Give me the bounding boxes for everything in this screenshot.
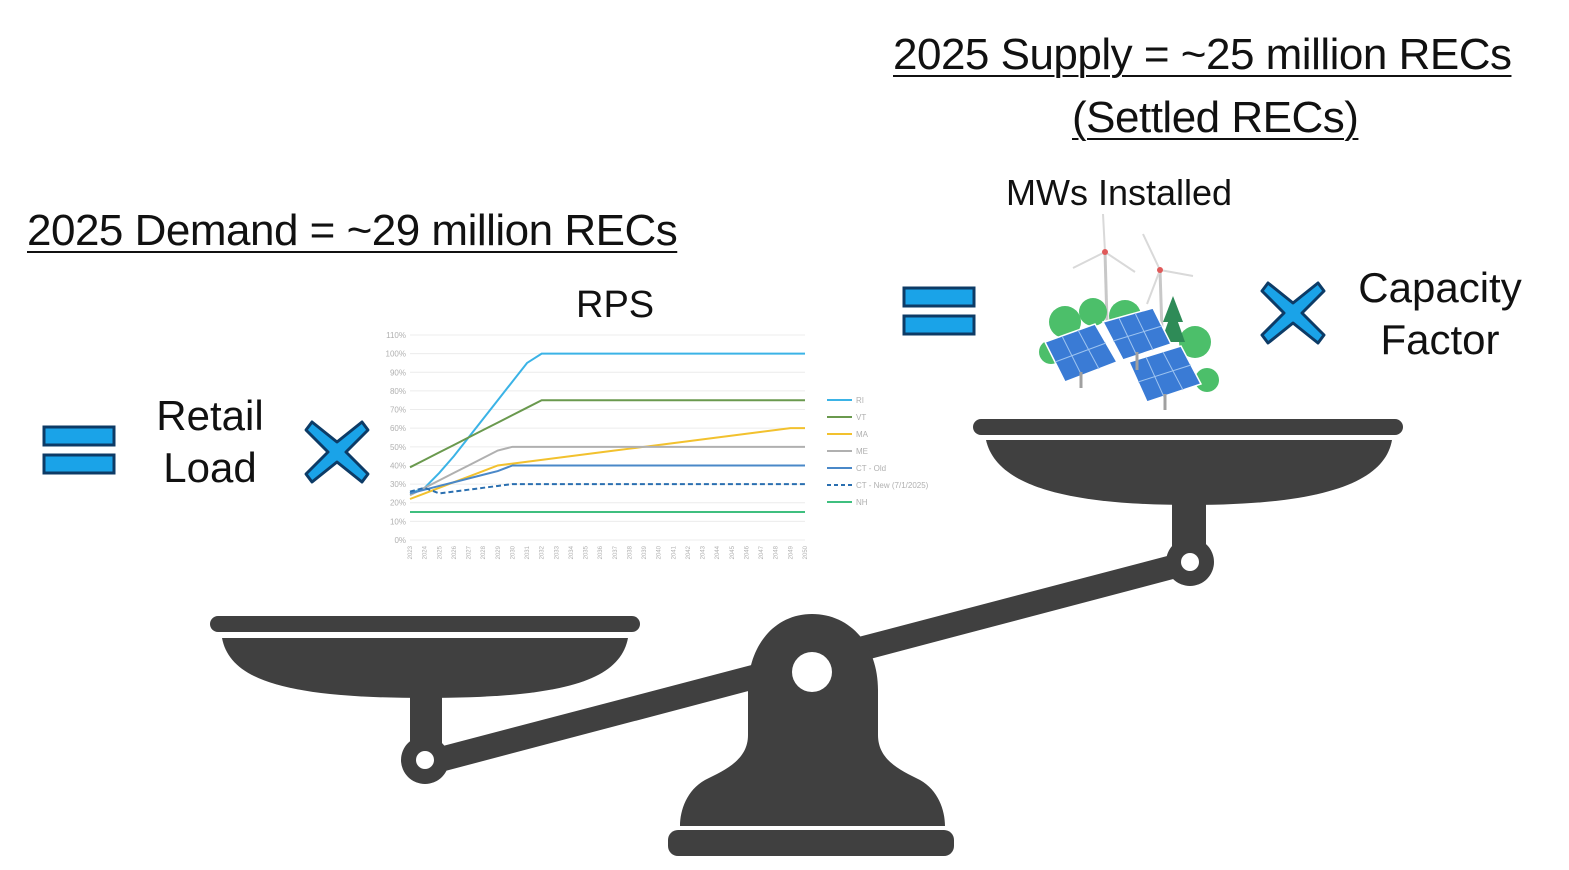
right-pan-bowl: [986, 440, 1392, 505]
x-tick-label: 2024: [423, 545, 429, 559]
x-tick-label: 2040: [657, 545, 663, 559]
series-line-vt: [409, 399, 805, 469]
y-tick-label: 70%: [390, 406, 406, 415]
right-pan-rim: [973, 419, 1403, 435]
legend-label: RI: [856, 396, 864, 405]
legend-label: NH: [856, 498, 868, 507]
x-tick-label: 2027: [467, 545, 473, 559]
y-tick-label: 20%: [390, 499, 406, 508]
y-tick-label: 0%: [394, 536, 406, 545]
retail-load-line2: Load: [163, 444, 257, 491]
x-tick-label: 2045: [730, 545, 736, 559]
equals-icon-right: [902, 286, 976, 336]
x-tick-label: 2028: [481, 545, 487, 559]
multiply-icon-right: [1260, 281, 1326, 345]
x-tick-label: 2031: [525, 545, 531, 559]
x-tick-label: 2038: [627, 545, 633, 559]
y-tick-label: 10%: [390, 517, 406, 526]
x-tick-label: 2049: [788, 545, 794, 559]
series-line-ct-old: [409, 464, 805, 495]
y-tick-label: 80%: [390, 387, 406, 396]
legend-label: CT - New (7/1/2025): [856, 481, 929, 490]
x-tick-label: 2041: [671, 545, 677, 559]
y-tick-label: 40%: [390, 461, 406, 470]
x-tick-label: 2032: [540, 545, 546, 559]
x-tick-label: 2039: [642, 545, 648, 559]
legend-label: ME: [856, 447, 868, 456]
retail-load-line1: Retail: [156, 392, 264, 439]
scale-post: [680, 614, 945, 826]
left-pan-bowl: [222, 638, 628, 698]
multiply-icon: [304, 420, 370, 484]
x-tick-label: 2046: [744, 545, 750, 559]
x-tick-label: 2026: [452, 545, 458, 559]
series-line-ct-new-7-1-2025-: [409, 483, 805, 495]
x-tick-label: 2023: [408, 545, 414, 559]
y-tick-label: 110%: [386, 331, 406, 340]
scale-base: [668, 830, 954, 856]
legend-label: MA: [856, 430, 869, 439]
y-tick-label: 60%: [390, 424, 406, 433]
supply-title-line1: 2025 Supply = ~25 million RECs: [893, 30, 1512, 79]
capacity-factor-line1: Capacity: [1358, 264, 1522, 311]
x-tick-label: 2050: [803, 545, 809, 559]
legend-label: CT - Old: [856, 464, 886, 473]
renewables-illustration-icon: [1039, 213, 1219, 410]
supply-title-line2: (Settled RECs): [1072, 93, 1359, 142]
x-tick-label: 2030: [510, 545, 516, 559]
x-tick-label: 2034: [569, 545, 575, 559]
legend-label: VT: [856, 413, 866, 422]
x-tick-label: 2025: [437, 545, 443, 559]
x-tick-label: 2047: [759, 545, 765, 559]
mws-installed-label: MWs Installed: [1006, 172, 1233, 213]
x-tick-label: 2044: [715, 545, 721, 559]
x-tick-label: 2037: [613, 545, 619, 559]
x-tick-label: 2029: [496, 545, 502, 559]
x-tick-label: 2035: [584, 545, 590, 559]
demand-title: 2025 Demand = ~29 million RECs: [27, 206, 678, 255]
rps-line-chart: 0% 10% 20% 30% 40% 50% 60% 70% 80% 90% 100% 110% 202…: [386, 331, 929, 559]
left-pan-rim: [210, 616, 640, 632]
x-tick-label: 2048: [774, 545, 780, 559]
retail-load-label: Retail Load: [140, 390, 280, 494]
equals-icon: [42, 425, 116, 475]
x-tick-label: 2036: [598, 545, 604, 559]
y-tick-label: 50%: [390, 443, 406, 452]
x-tick-label: 2033: [554, 545, 560, 559]
y-tick-label: 90%: [390, 368, 406, 377]
y-tick-label: 30%: [390, 480, 406, 489]
y-tick-label: 100%: [386, 350, 406, 359]
x-tick-label: 2042: [686, 545, 692, 559]
series-line-ma: [409, 427, 805, 500]
series-line-ri: [409, 352, 805, 495]
capacity-factor-line2: Factor: [1380, 316, 1500, 363]
x-tick-label: 2043: [701, 545, 707, 559]
series-line-me: [409, 445, 805, 497]
rps-label: RPS: [576, 284, 655, 326]
capacity-factor-label: Capacity Factor: [1340, 262, 1540, 366]
